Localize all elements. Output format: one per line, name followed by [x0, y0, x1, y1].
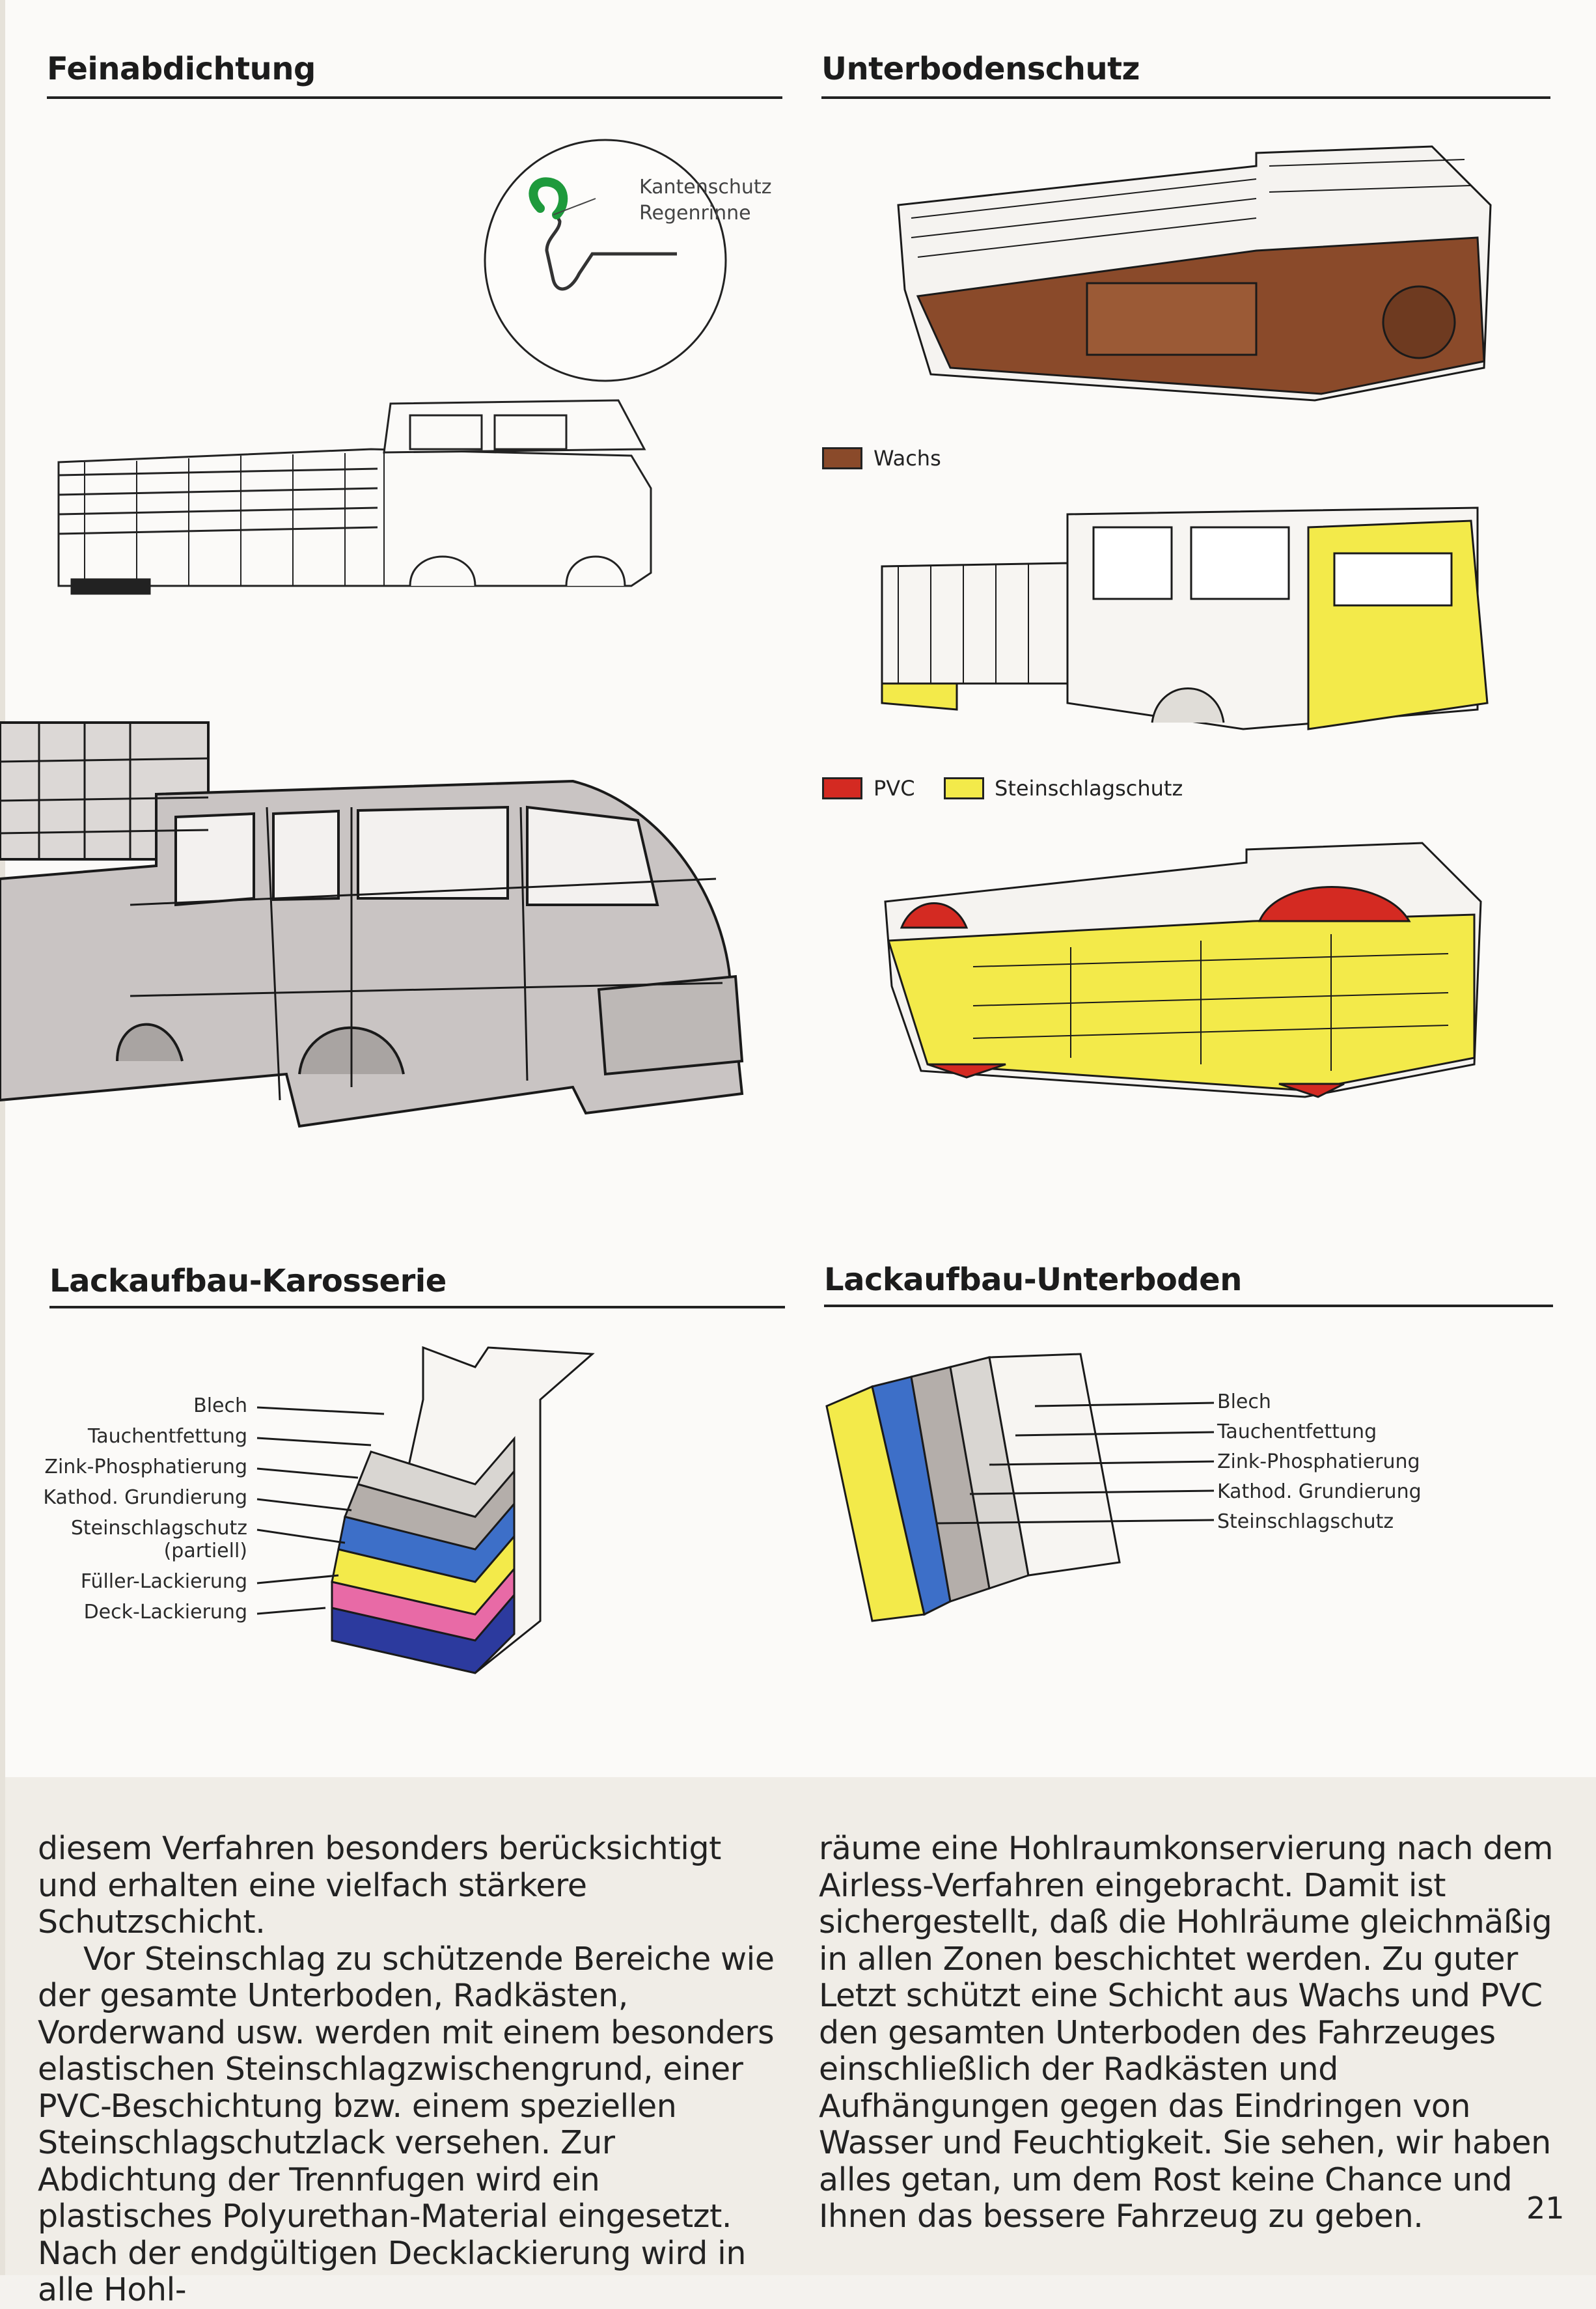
heading-lackaufbau-karosserie: Lackaufbau-Karosserie [49, 1263, 447, 1299]
page-number: 21 [1526, 2191, 1565, 2226]
side-view-steinschlag-illustration [881, 506, 1489, 730]
label-blech: Blech [193, 1394, 247, 1417]
karosserie-leader-lines [256, 1406, 385, 1615]
heading-rule [49, 1306, 785, 1308]
label-zink-phosphatierung: Zink-Phosphatierung [44, 1456, 247, 1478]
body-text-right-column: räume eine Hohlraumkonservierung nach de… [819, 1830, 1554, 2235]
unterboden-leader-lines [937, 1402, 1215, 1525]
body-text-left-column: diesem Verfahren besonders berücksichtig… [38, 1830, 780, 2309]
legend-swatch-steinschlagschutz [944, 777, 984, 799]
text-area [0, 1777, 1596, 2275]
heading-feinabdichtung: Feinabdichtung [47, 51, 316, 87]
heading-rule [821, 96, 1550, 99]
label-fueller-lackierung: Füller-Lackierung [80, 1570, 247, 1593]
heading-lackaufbau-unterboden: Lackaufbau-Unterboden [824, 1262, 1242, 1298]
paragraph: Vor Steinschlag zu schützende Bereiche w… [38, 1940, 775, 2308]
legend-label-wachs: Wachs [874, 446, 941, 471]
label-kathod-grundierung: Kathod. Grundierung [1217, 1480, 1422, 1503]
karosserie-layer-section [331, 1346, 595, 1674]
heading-rule [47, 96, 782, 99]
label-partiell: (partiell) [163, 1540, 247, 1562]
regenrinne-detail-circle [484, 139, 727, 382]
underbody-pvc-illustration [884, 842, 1482, 1098]
label-blech: Blech [1217, 1390, 1271, 1413]
unterboden-layer-section [825, 1353, 1121, 1622]
label-steinschlagschutz: Steinschlagschutz [1217, 1510, 1394, 1533]
heading-rule [824, 1305, 1553, 1307]
detail-label: Kantenschutz Regenrinne [639, 174, 771, 227]
heading-unterbodenschutz: Unterbodenschutz [821, 51, 1140, 87]
legend-swatch-pvc [822, 777, 862, 799]
pickup-truck-outline [57, 399, 652, 595]
underbody-wachs-illustration [897, 145, 1492, 402]
label-kathod-grundierung: Kathod. Grundierung [43, 1486, 247, 1509]
label-tauchentfettung: Tauchentfettung [1217, 1420, 1377, 1443]
detail-label-regenrinne: Regenrinne [639, 202, 751, 225]
legend-label-pvc: PVC [874, 776, 915, 801]
paragraph: räume eine Hohlraumkonservierung nach de… [819, 1830, 1554, 2235]
legend-label-steinschlagschutz: Steinschlagschutz [995, 776, 1183, 801]
double-cab-body-illustration [0, 721, 744, 1128]
legend-swatch-wachs [822, 447, 862, 469]
page-spine-edge [0, 0, 5, 2275]
label-steinschlagschutz: Steinschlagschutz [70, 1517, 247, 1540]
detail-label-kantenschutz: Kantenschutz [639, 176, 772, 199]
label-deck-lackierung: Deck-Lackierung [83, 1601, 247, 1624]
paragraph: diesem Verfahren besonders berücksichtig… [38, 1830, 721, 1941]
label-zink-phosphatierung: Zink-Phosphatierung [1217, 1450, 1420, 1473]
label-tauchentfettung: Tauchentfettung [87, 1425, 247, 1448]
